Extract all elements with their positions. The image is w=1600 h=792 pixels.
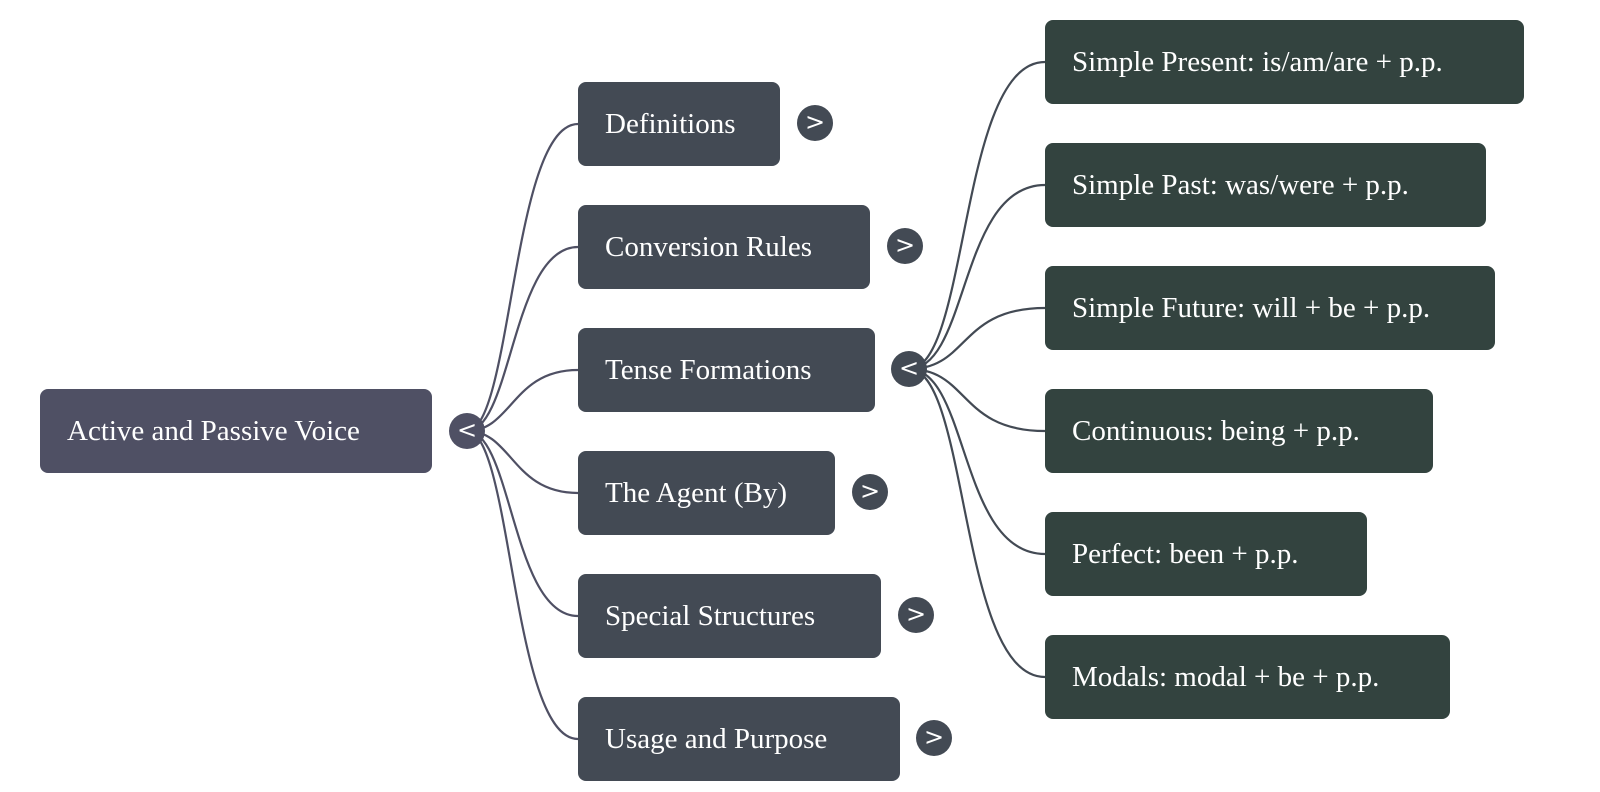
branch-node-definitions[interactable]: Definitions: [578, 82, 780, 166]
tense-leaf-link: [908, 60, 1046, 371]
expand-toggle-usage-and-purpose[interactable]: >: [916, 720, 952, 756]
collapse-toggle-root[interactable]: <: [449, 413, 485, 449]
expand-toggle-definitions[interactable]: >: [797, 105, 833, 141]
root-branch-link: [466, 429, 579, 741]
root-branch-link: [466, 429, 579, 618]
collapse-toggle-tense-formations[interactable]: <: [891, 351, 927, 387]
leaf-node-continuous[interactable]: Continuous: being + p.p.: [1045, 389, 1433, 473]
leaf-node-modals[interactable]: Modals: modal + be + p.p.: [1045, 635, 1450, 719]
tense-leaf-link: [908, 367, 1046, 433]
leaf-node-simple-past[interactable]: Simple Past: was/were + p.p.: [1045, 143, 1486, 227]
branch-node-the-agent[interactable]: The Agent (By): [578, 451, 835, 535]
root-node[interactable]: Active and Passive Voice: [40, 389, 432, 473]
root-branch-link: [466, 245, 579, 433]
expand-toggle-the-agent[interactable]: >: [852, 474, 888, 510]
tense-leaf-link: [908, 306, 1046, 371]
root-branch-link: [466, 122, 579, 433]
expand-toggle-conversion-rules[interactable]: >: [887, 228, 923, 264]
tense-leaf-link: [908, 367, 1046, 556]
branch-node-usage-and-purpose[interactable]: Usage and Purpose: [578, 697, 900, 781]
branch-node-conversion-rules[interactable]: Conversion Rules: [578, 205, 870, 289]
leaf-node-perfect[interactable]: Perfect: been + p.p.: [1045, 512, 1367, 596]
expand-toggle-special-structures[interactable]: >: [898, 597, 934, 633]
branch-node-special-structures[interactable]: Special Structures: [578, 574, 881, 658]
branch-node-tense-formations[interactable]: Tense Formations: [578, 328, 875, 412]
tense-leaf-link: [908, 367, 1046, 679]
tense-leaf-link: [908, 183, 1046, 371]
leaf-node-simple-present[interactable]: Simple Present: is/am/are + p.p.: [1045, 20, 1524, 104]
leaf-node-simple-future[interactable]: Simple Future: will + be + p.p.: [1045, 266, 1495, 350]
